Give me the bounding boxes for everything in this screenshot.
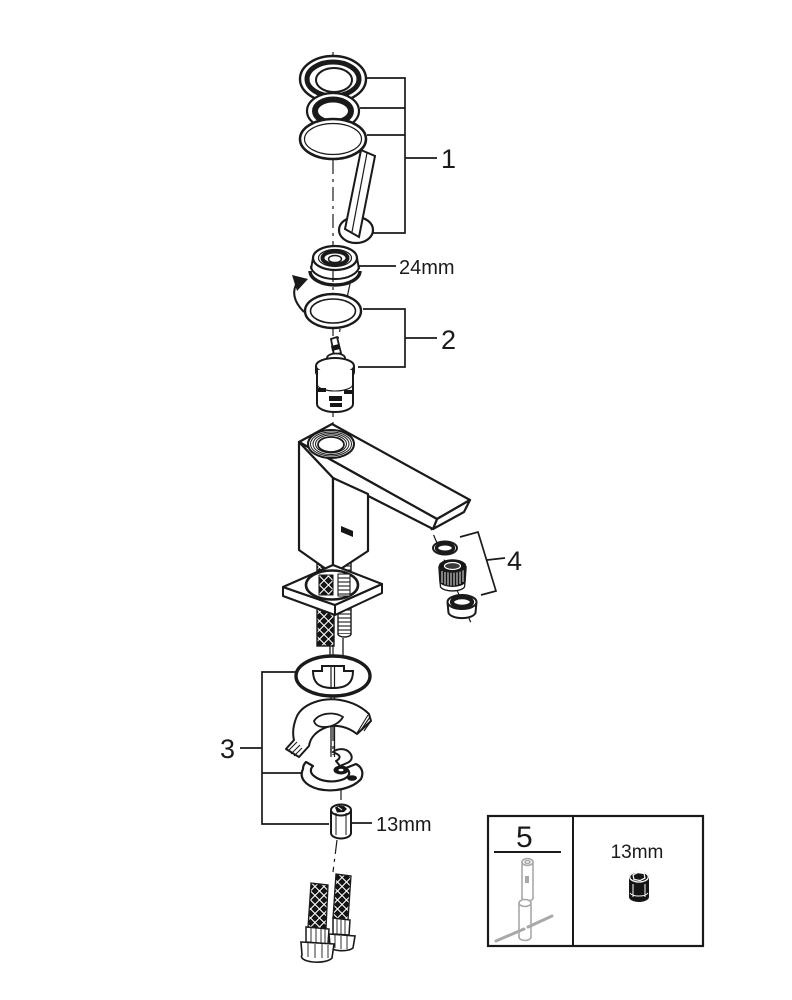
label-13mm: 13mm [376,814,432,836]
flex-hose-left [300,882,335,963]
callout-bracket-1 [360,77,437,234]
legend-tool-number: 5 [516,821,533,854]
callout-bracket-3 [240,671,329,825]
escutcheon-plate-icon [281,563,384,616]
rotation-arrow-icon [292,275,308,313]
label-24mm: 24mm [399,257,455,279]
aerator-housing-icon [446,594,478,620]
callout-4-label: 4 [507,546,522,576]
seal-washer-icon [432,540,458,556]
aerator-insert-icon [438,559,467,592]
hex-socket-nut-icon [330,803,352,840]
horseshoe-clamp-icon [300,748,364,792]
lever-handle-icon [337,148,377,245]
socket-wrench-icon [494,857,554,943]
callout-1-label: 1 [441,144,456,174]
o-ring-cartridge-icon [303,292,363,330]
callout-bracket-2 [358,308,437,368]
faucet-body-icon [297,422,472,576]
callout-bracket-4 [459,530,506,596]
legend-nut-icon [629,871,649,902]
retaining-ring-nut-icon [308,244,362,287]
cap-ring-icon [298,54,368,104]
stabilizer-wedge-icon [285,698,372,758]
flex-hose-right [328,873,356,952]
o-ring-thin-icon [298,117,368,161]
callout-3-label: 3 [220,734,235,764]
legend-nut-size: 13mm [611,842,664,863]
oval-gasket-icon [294,654,372,698]
callout-2-label: 2 [441,325,456,355]
cartridge-icon [315,335,355,413]
legend-box: 5 13mm [486,814,705,948]
